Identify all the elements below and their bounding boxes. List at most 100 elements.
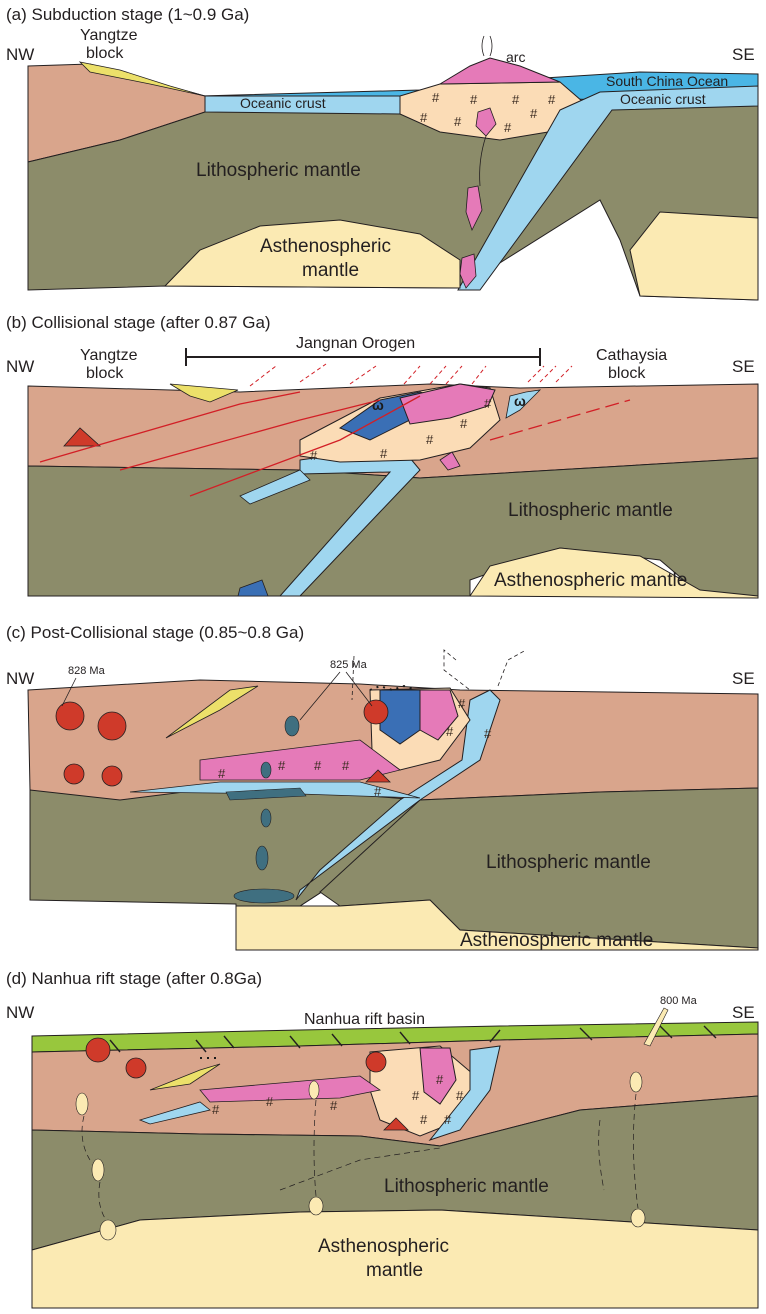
panel-d-granite [365, 1051, 387, 1073]
panel-a-south-china-ocean-label: South China Ocean [606, 73, 728, 89]
panel-a-magma-blob [465, 185, 483, 232]
hash-mark: # [342, 758, 350, 773]
panel-c-pointer [299, 671, 373, 721]
panel-a-magma-blob [475, 107, 497, 137]
panel-d-dyke [643, 1007, 669, 1047]
panel-d-asthenosphere [31, 1209, 759, 1309]
hash-mark: # [412, 1088, 420, 1103]
panel-a-lithospheric-mantle-label: Lithospheric mantle [196, 160, 361, 181]
panel-a: (a) Subduction stage (1~0.9 Ga) NW SE # … [6, 5, 759, 301]
panel-c-age-828: 828 Ma [68, 665, 106, 677]
panel-d-title: (d) Nanhua rift stage (after 0.8Ga) [6, 969, 262, 988]
panel-c-pointer [61, 677, 77, 707]
panel-d-asthenosphere-label-2: mantle [366, 1260, 423, 1281]
panel-d-granite [383, 1117, 409, 1131]
hash-mark: # [420, 110, 428, 125]
panel-d-nw: NW [6, 1003, 34, 1022]
panel-a-yangtze-label-1: Yangtze [80, 27, 138, 44]
panel-d-se: SE [732, 1003, 755, 1022]
panel-c-lithospheric-mantle-label: Lithospheric mantle [486, 852, 651, 873]
panel-b-se: SE [732, 357, 755, 376]
panel-c-asthenosphere [235, 899, 759, 951]
panel-c-se: SE [732, 669, 755, 688]
panel-b: (b) Collisional stage (after 0.87 Ga) NW… [6, 313, 759, 599]
hash-mark: # [432, 90, 440, 105]
panel-c-dashed-lines [497, 649, 527, 687]
panel-c-slab [295, 689, 501, 901]
hash-mark: # [278, 758, 286, 773]
hash-mark: # [456, 1088, 464, 1103]
panel-b-granite [63, 427, 102, 447]
hash-mark: # [446, 724, 454, 739]
hash-mark: # [380, 446, 388, 461]
panel-a-magma-blob [459, 253, 477, 289]
hash-mark: # [484, 396, 492, 411]
panel-d-dyke [75, 1092, 89, 1116]
panel-b-asthenosphere-label: Asthenospheric mantle [494, 570, 687, 591]
hash-mark: # [458, 696, 466, 711]
panel-b-fault [39, 391, 301, 463]
panel-d-oceanic-layer [138, 1101, 211, 1125]
panel-c-granite [63, 763, 85, 785]
omega-mark: ω [372, 397, 384, 413]
omega-mark: ω [514, 393, 526, 409]
panel-b-nw: NW [6, 357, 34, 376]
panel-a-oceanic-crust-left-label: Oceanic crust [240, 95, 326, 111]
panel-d-arc-magma [419, 1047, 457, 1105]
hash-mark: # [484, 726, 492, 741]
panel-d-dyke [99, 1219, 117, 1241]
panel-b-yangtze-label-2: block [86, 365, 124, 382]
panel-c-granite [55, 701, 85, 731]
panel-b-orogen-label: Jangnan Orogen [296, 335, 415, 352]
panel-d-rift-basin-label: Nanhua rift basin [304, 1011, 425, 1028]
panel-c-dashed-lines [351, 649, 471, 701]
panel-d-dyke [308, 1080, 320, 1100]
hash-mark: # [460, 416, 468, 431]
hash-mark: # [218, 766, 226, 781]
panel-b-yangtze-label-1: Yangtze [80, 347, 138, 364]
panel-b-sediment [169, 383, 239, 403]
hash-mark: # [454, 114, 462, 129]
panel-b-slab-right [505, 389, 542, 419]
panel-b-motion-arrows [249, 363, 573, 387]
panel-b-asthenosphere [469, 547, 759, 599]
panel-c-age-825: 825 Ma [330, 659, 368, 671]
panel-a-se: SE [732, 45, 755, 64]
panel-d-age-800: 800 Ma [660, 995, 698, 1007]
panel-a-asthenosphere-right [629, 211, 759, 301]
panel-c-mafic-blob [260, 808, 272, 828]
panel-a-magma-path [479, 135, 487, 187]
panel-b-arc-magma [399, 383, 496, 425]
hash-mark: # [374, 784, 382, 799]
hash-mark: # [470, 92, 478, 107]
panel-a-yangtze-label-2: block [86, 45, 124, 62]
panel-d-slab [428, 1045, 501, 1142]
panel-c-granite [97, 711, 127, 741]
hash-mark: # [436, 1072, 444, 1087]
panel-c-title: (c) Post-Collisional stage (0.85~0.8 Ga) [6, 623, 304, 642]
hash-mark: # [512, 92, 520, 107]
panel-c-granite [365, 769, 391, 783]
hash-mark: # [330, 1098, 338, 1113]
panel-a-asthenosphere-label-2: mantle [302, 260, 359, 281]
panel-c-asthenosphere-label: Asthenospheric mantle [460, 930, 653, 951]
panel-b-fault [489, 399, 631, 441]
hash-mark: # [504, 120, 512, 135]
hash-mark: # [212, 1102, 220, 1117]
panel-d-normal-faults [109, 1025, 717, 1053]
panel-c-granite [101, 765, 123, 787]
hash-mark: # [310, 448, 318, 463]
hash-mark: # [314, 758, 322, 773]
hash-mark: # [420, 1112, 428, 1127]
panel-b-lithospheric-mantle-label: Lithospheric mantle [508, 500, 673, 521]
panel-d-granite [125, 1057, 147, 1079]
panel-d-melt-paths [81, 1093, 639, 1221]
panel-b-fault [119, 399, 381, 471]
panel-d-magma-layer [199, 1075, 381, 1103]
panel-d-dyke [308, 1196, 324, 1216]
panel-c-mafic-blob [284, 715, 300, 737]
panel-d-dyke [630, 1208, 646, 1228]
panel-c-mafic-blob [260, 761, 272, 779]
panel-c-mafic-pool [233, 888, 295, 904]
hash-mark: # [266, 1094, 274, 1109]
